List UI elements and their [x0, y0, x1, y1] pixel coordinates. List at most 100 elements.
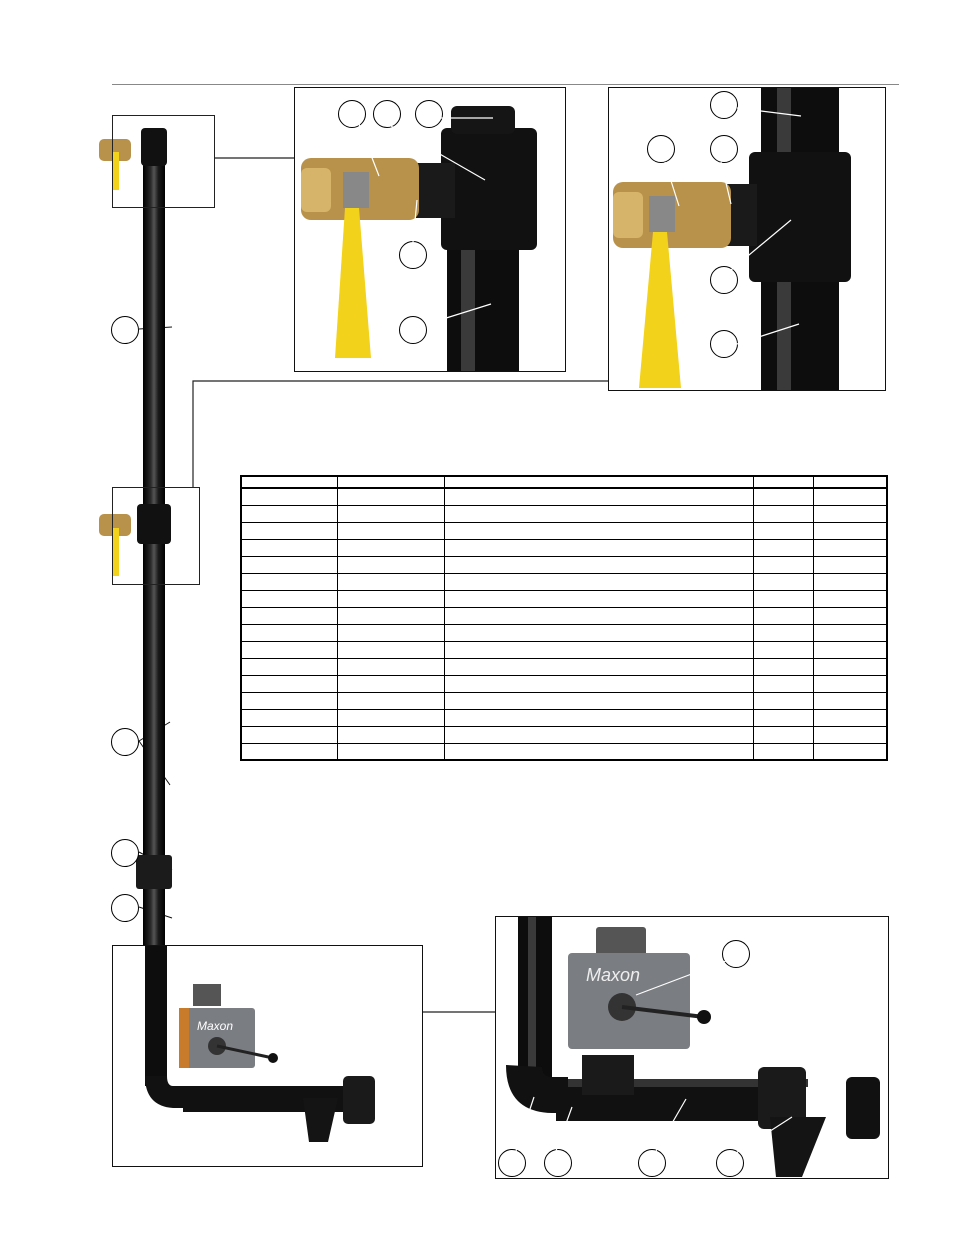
table-cell — [240, 589, 338, 608]
callout-right-1 — [710, 91, 738, 119]
table-cell — [240, 725, 338, 744]
mid-connector — [192, 380, 608, 487]
table-row — [240, 691, 888, 710]
table-cell — [752, 674, 814, 693]
table-cell — [336, 521, 445, 540]
right-detail-photo — [608, 87, 886, 391]
table-cell — [336, 487, 445, 506]
vertical-pipe — [143, 130, 165, 1090]
valve-tee-drawing — [613, 88, 851, 390]
table-cell — [443, 589, 754, 608]
table-cell — [812, 572, 888, 591]
bottom-detail-leaders — [515, 960, 793, 1154]
bottom-right-photo: Maxon — [495, 916, 889, 1179]
callout-left-3 — [111, 839, 139, 867]
parts-table — [240, 475, 888, 761]
table-row — [240, 742, 888, 761]
top-cap — [141, 128, 167, 166]
table-cell — [752, 691, 814, 710]
table-cell — [443, 691, 754, 710]
table-cell — [443, 606, 754, 625]
table-body — [240, 487, 888, 761]
table-row — [240, 606, 888, 625]
table-cell — [336, 572, 445, 591]
union-fitting — [136, 855, 172, 889]
callout-bottom-1 — [722, 940, 750, 968]
table-cell — [443, 708, 754, 727]
table-cell — [443, 742, 754, 761]
table-cell — [812, 708, 888, 727]
table-cell — [443, 555, 754, 574]
table-cell — [812, 504, 888, 523]
brass-ball-valve-icon — [99, 514, 131, 536]
table-row — [240, 521, 888, 540]
table-row — [240, 657, 888, 676]
table-cell — [752, 725, 814, 744]
callout-top-3 — [415, 100, 443, 128]
valve-tee-drawing — [301, 106, 537, 371]
table-cell — [752, 487, 814, 506]
table-cell — [240, 555, 338, 574]
table-cell — [812, 589, 888, 608]
table-cell — [443, 623, 754, 642]
table-cell — [752, 606, 814, 625]
table-cell — [336, 640, 445, 659]
top-detail-leaders — [358, 117, 493, 325]
top-detail-photo — [294, 87, 566, 372]
table-row — [240, 589, 888, 608]
table-cell — [443, 640, 754, 659]
table-cell — [752, 623, 814, 642]
table-cell — [336, 657, 445, 676]
table-row — [240, 487, 888, 506]
table-cell — [240, 487, 338, 506]
table-row — [240, 538, 888, 557]
table-cell — [336, 555, 445, 574]
callout-left-2 — [111, 728, 139, 756]
actuator-strainer-drawing — [506, 917, 880, 1177]
callout-left-4 — [111, 894, 139, 922]
table-cell — [240, 742, 338, 761]
table-cell — [812, 521, 888, 540]
callout-right-2 — [647, 135, 675, 163]
table-row — [240, 555, 888, 574]
table-row — [240, 623, 888, 642]
table-cell — [443, 572, 754, 591]
table-cell — [812, 538, 888, 557]
table-cell — [443, 538, 754, 557]
tee-fitting — [137, 504, 171, 544]
header-rule — [112, 84, 899, 85]
table-cell — [752, 657, 814, 676]
table-cell — [752, 538, 814, 557]
detail-box-middle — [112, 487, 200, 585]
table-cell — [752, 521, 814, 540]
table-cell — [752, 640, 814, 659]
table-cell — [812, 487, 888, 506]
table-cell — [336, 674, 445, 693]
table-header — [240, 475, 338, 489]
table-header — [336, 475, 445, 489]
yellow-valve-handle-icon — [113, 528, 119, 576]
table-cell — [240, 538, 338, 557]
table-cell — [812, 742, 888, 761]
callout-right-3 — [710, 135, 738, 163]
table-cell — [336, 589, 445, 608]
table-row — [240, 708, 888, 727]
table-cell — [752, 504, 814, 523]
table-cell — [752, 742, 814, 761]
table-cell — [812, 606, 888, 625]
table-cell — [240, 657, 338, 676]
bottom-left-photo: Maxon — [112, 945, 423, 1167]
maxon-actuator-icon: Maxon — [586, 965, 641, 985]
table-cell — [443, 487, 754, 506]
table-cell — [443, 725, 754, 744]
table-cell — [443, 504, 754, 523]
table-header — [443, 475, 754, 489]
table-cell — [812, 657, 888, 676]
table-cell — [336, 708, 445, 727]
table-cell — [336, 606, 445, 625]
callout-top-5 — [399, 316, 427, 344]
table-cell — [336, 623, 445, 642]
callout-right-4 — [710, 266, 738, 294]
table-cell — [240, 708, 338, 727]
table-cell — [812, 725, 888, 744]
